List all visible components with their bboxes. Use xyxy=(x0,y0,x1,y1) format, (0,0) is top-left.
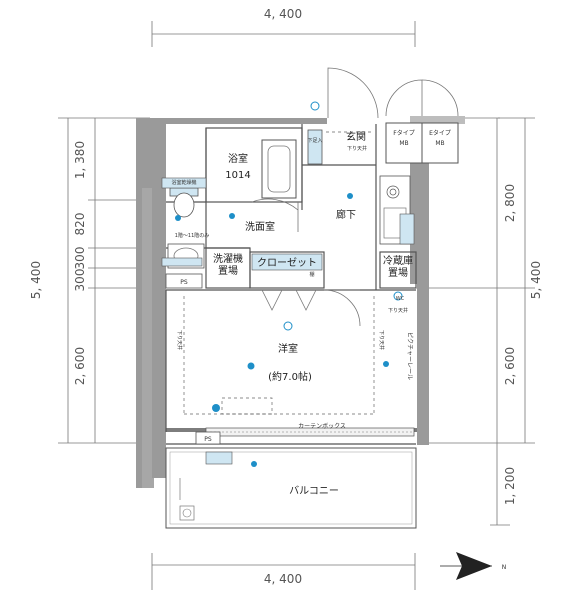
washroom-door xyxy=(251,198,299,211)
dim-right-3: 1, 200 xyxy=(503,467,517,505)
entrance-door xyxy=(327,67,379,119)
walls xyxy=(136,116,465,488)
lowered-ceiling-1: 下り天井 xyxy=(176,330,183,350)
dim-right-total: 5, 400 xyxy=(529,261,543,299)
ps-label-2: PS xyxy=(204,436,212,443)
floor-note: 1階～11階のみ xyxy=(175,232,210,239)
lowered-ceiling-2: 下り天井 xyxy=(378,330,385,350)
dim-left-4: 300 xyxy=(73,269,87,292)
kitchen xyxy=(379,175,415,245)
toilet xyxy=(161,177,207,218)
balcony-area xyxy=(165,447,417,529)
interior-walls xyxy=(165,124,417,432)
room-door xyxy=(323,289,361,327)
room-fridge: 冷蔵庫 xyxy=(383,254,413,267)
room-corridor: 廊下 xyxy=(336,208,356,221)
dim-bottom-width: 4, 400 xyxy=(264,572,302,586)
shoe-rack-label: 下足入 xyxy=(307,138,322,144)
ps-boxes xyxy=(165,273,221,445)
dim-right-2: 2, 600 xyxy=(503,347,517,385)
mb-f-label-2: MB xyxy=(399,140,408,147)
toilet-shelf-label: 棚 xyxy=(309,271,314,278)
lowered-ceiling-4: 下り天井 xyxy=(388,307,408,314)
lowered-ceiling-3: 下り天井 xyxy=(347,145,367,152)
room-bath: 浴室 xyxy=(228,152,248,165)
electrical-markers xyxy=(175,101,403,467)
north-label: N xyxy=(502,564,507,571)
room-balcony: バルコニー xyxy=(289,485,339,497)
shoe-rack: 下足入 xyxy=(307,129,323,165)
dim-left-2: 820 xyxy=(73,213,87,236)
meter-boxes: Fタイプ MB Eタイプ MB xyxy=(385,79,459,164)
room-washroom: 洗面室 xyxy=(245,220,275,233)
picture-rail-label: ピクチャーレール xyxy=(406,332,413,380)
room-washer-2: 置場 xyxy=(218,264,238,277)
dim-left-3: 300 xyxy=(73,247,87,270)
curtain-box-label: カーテンボックス xyxy=(298,422,346,430)
room-western: 洋室 xyxy=(278,342,298,355)
bathtub xyxy=(261,139,297,199)
room-closet: クローゼット xyxy=(257,257,317,269)
room-fridge-2: 置場 xyxy=(388,266,408,279)
room-bath-code: 1014 xyxy=(225,170,250,181)
dim-left-1: 1, 380 xyxy=(73,141,87,179)
ps-label-1: PS xyxy=(180,279,188,286)
dim-left-total: 5, 400 xyxy=(29,261,43,299)
closet-rod xyxy=(251,253,323,271)
room-western-size: (約7.0帖) xyxy=(268,370,312,383)
dim-left-5: 2, 600 xyxy=(73,347,87,385)
washbasin xyxy=(161,243,205,269)
room-washer: 洗濯機 xyxy=(213,252,243,265)
mb-e-label-2: MB xyxy=(435,140,444,147)
dim-right-1: 2, 800 xyxy=(503,184,517,222)
dim-top-width: 4, 400 xyxy=(264,7,302,21)
mb-e-label: Eタイプ xyxy=(429,129,451,137)
mb-f-label: Fタイプ xyxy=(393,129,414,137)
dryer-label: 浴室乾燥機 xyxy=(171,179,196,186)
lowered-ceiling-lines xyxy=(183,131,375,415)
room-entrance: 玄関 xyxy=(346,130,366,143)
closet-door xyxy=(261,289,283,311)
wc-label: WC xyxy=(396,296,405,302)
north-arrow xyxy=(440,552,492,580)
